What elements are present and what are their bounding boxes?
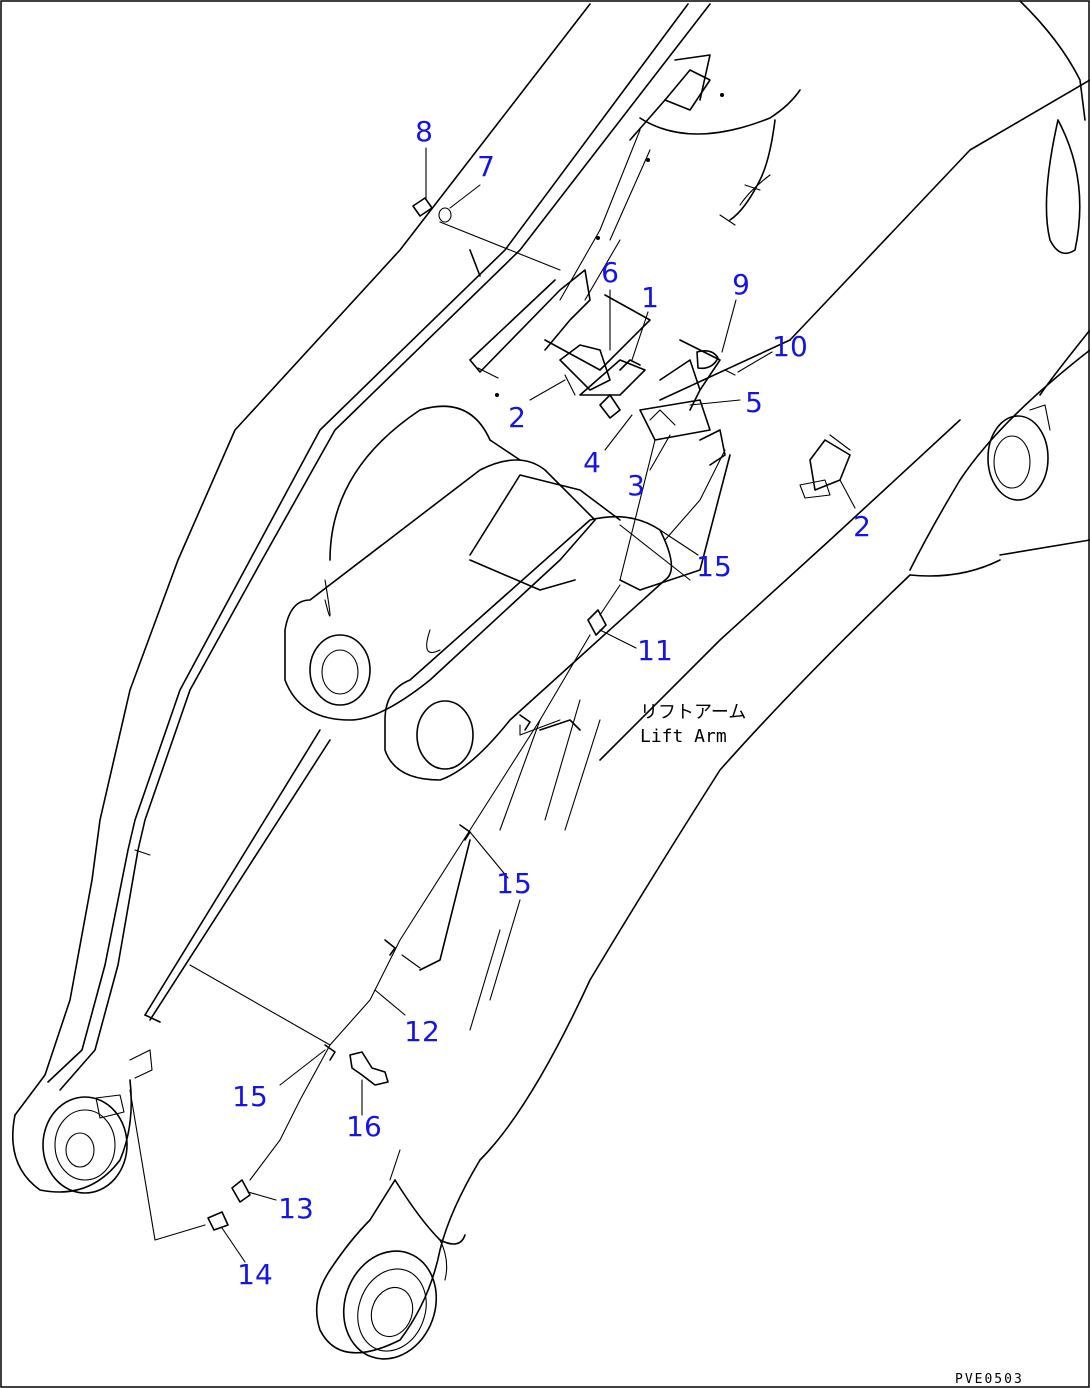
part-label-2: 2 [508,401,526,434]
part-label-4: 4 [583,446,601,479]
right-lift-arm [315,0,1090,1360]
part-label-16: 16 [346,1110,382,1143]
switch-bracket-assembly [469,54,731,591]
part-label-10: 10 [772,330,808,363]
drawing-code: PVE0503 [955,1372,1024,1387]
leader-lines [221,147,856,1263]
part-number-labels: 8 7 6 1 9 10 5 2 4 3 2 15 11 15 12 15 16… [232,115,871,1291]
part-label-15-top: 15 [696,550,732,583]
lift-arm-label-en: Lift Arm [640,726,727,747]
part-label-7: 7 [477,150,495,183]
part-label-1: 1 [641,281,659,314]
part-label-9: 9 [732,268,750,301]
part-label-12: 12 [404,1015,440,1048]
part-label-5: 5 [745,386,763,419]
part-label-8: 8 [415,115,433,148]
part-label-14: 14 [237,1258,273,1291]
lift-arm-label-jp: リフトアーム [640,702,746,723]
parts-7-8 [412,197,561,271]
cross-tube [284,405,726,781]
part-label-3: 3 [627,469,645,502]
left-lift-arm [12,3,711,1194]
part-label-6: 6 [601,256,619,289]
part-label-15-bottom: 15 [232,1080,268,1113]
part-label-13: 13 [278,1192,314,1225]
parts-9-10 [696,350,736,376]
wiring-harness [129,584,621,1241]
part-label-11: 11 [637,634,673,667]
part-label-15-middle: 15 [496,867,532,900]
right-bracket-part-2 [799,434,851,499]
part-label-2-right: 2 [853,510,871,543]
